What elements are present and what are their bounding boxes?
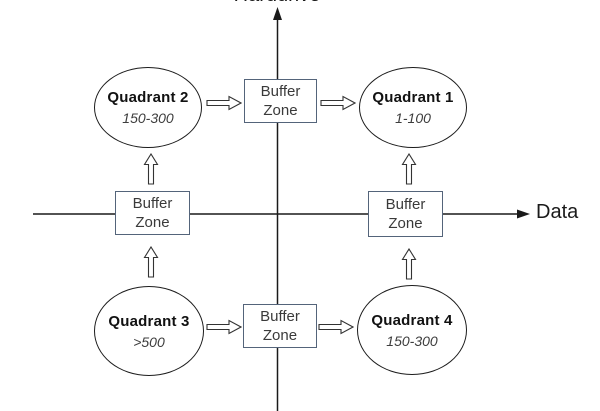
buffer-zone-label-line1: Buffer bbox=[132, 195, 173, 212]
horizontal-axis-label: Data bbox=[536, 201, 579, 223]
arrow-up-q4-to-right-buffer-icon bbox=[401, 248, 417, 280]
quadrant-2-range: 150-300 bbox=[122, 110, 174, 126]
arrow-up-q3-to-left-buffer-icon bbox=[143, 246, 159, 278]
vertical-axis-arrowhead-icon bbox=[273, 7, 282, 20]
buffer-zone-label-line1: Buffer bbox=[385, 196, 426, 213]
arrow-right-q3-to-bottom-buffer-icon bbox=[206, 319, 242, 335]
arrow-right-bottom-buffer-to-q4-icon bbox=[318, 319, 354, 335]
buffer-zone-label-line1: Buffer bbox=[260, 308, 300, 325]
buffer-zone-label-line2: Zone bbox=[135, 214, 170, 231]
buffer-zone-box-top: Buffer Zone bbox=[244, 79, 317, 123]
buffer-zone-box-bottom: Buffer Zone bbox=[243, 304, 317, 348]
buffer-zone-box-left: Buffer Zone bbox=[115, 191, 190, 235]
quadrant-3-range: >500 bbox=[133, 333, 165, 350]
vertical-axis-label: Harddrive bbox=[234, 0, 321, 7]
quadrant-1-ellipse: Quadrant 1 1-100 bbox=[359, 67, 467, 148]
buffer-zone-label-line2: Zone bbox=[263, 102, 298, 119]
quadrant-4-ellipse: Quadrant 4 150-300 bbox=[357, 285, 467, 375]
arrow-right-top-buffer-to-q1-icon bbox=[320, 95, 356, 111]
horizontal-axis-arrowhead-icon bbox=[517, 209, 530, 219]
quadrant-3-title: Quadrant 3 bbox=[108, 312, 190, 330]
arrow-up-left-buffer-to-q2-icon bbox=[143, 153, 159, 185]
quadrant-1-range: 1-100 bbox=[395, 110, 431, 126]
quadrant-2-ellipse: Quadrant 2 150-300 bbox=[94, 67, 202, 148]
buffer-zone-label-line2: Zone bbox=[262, 327, 298, 344]
arrow-right-q2-to-top-buffer-icon bbox=[206, 95, 242, 111]
quadrant-1-title: Quadrant 1 bbox=[372, 89, 454, 106]
quadrant-2-title: Quadrant 2 bbox=[107, 89, 189, 106]
buffer-zone-label-line1: Buffer bbox=[260, 83, 301, 100]
quadrant-3-ellipse: Quadrant 3 >500 bbox=[94, 286, 204, 376]
buffer-zone-label-line2: Zone bbox=[388, 215, 423, 232]
arrow-up-right-buffer-to-q1-icon bbox=[401, 153, 417, 185]
quadrant-4-range: 150-300 bbox=[386, 332, 438, 349]
buffer-zone-box-right: Buffer Zone bbox=[368, 191, 443, 237]
quadrant-4-title: Quadrant 4 bbox=[371, 311, 453, 329]
